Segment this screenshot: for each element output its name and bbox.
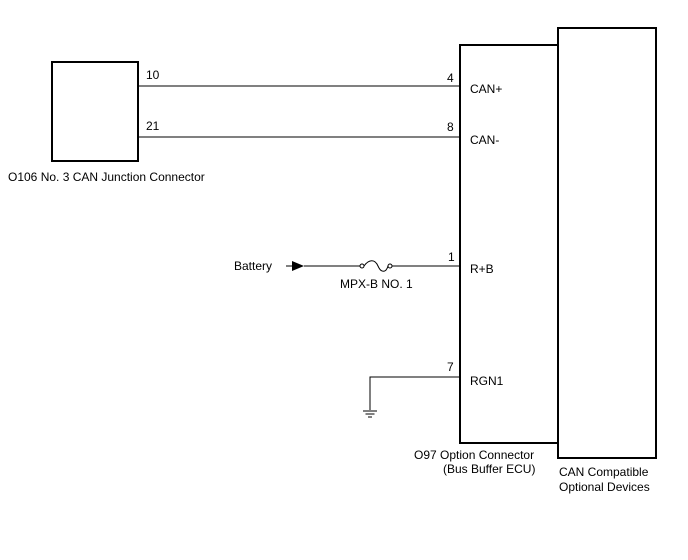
signal-rgn1: RGN1 (470, 374, 504, 388)
arrow-right-icon (292, 261, 304, 271)
signal-can-low: CAN- (470, 133, 499, 147)
battery-label: Battery (234, 259, 272, 273)
signal-can-high: CAN+ (470, 82, 502, 96)
option-connector-box (459, 44, 561, 444)
option-pin-1: 1 (448, 250, 455, 264)
junction-pin-10: 10 (146, 68, 160, 82)
ground-wire (369, 376, 460, 410)
optional-devices-sublabel: Optional Devices (559, 480, 650, 494)
optional-devices-box (557, 27, 657, 459)
option-connector-label: O97 Option Connector (414, 448, 534, 462)
option-pin-8: 8 (447, 120, 454, 134)
junction-connector-box (51, 61, 139, 162)
signal-rb: R+B (470, 262, 494, 276)
optional-devices-label: CAN Compatible (559, 465, 649, 479)
option-pin-4: 4 (447, 71, 454, 85)
ground-icon (363, 410, 377, 418)
junction-pin-21: 21 (146, 119, 160, 133)
option-pin-7: 7 (447, 360, 454, 374)
junction-connector-label: O106 No. 3 CAN Junction Connector (8, 170, 205, 184)
option-connector-sublabel: (Bus Buffer ECU) (443, 462, 535, 476)
fuse-label: MPX-B NO. 1 (340, 277, 413, 291)
fuse-icon (359, 260, 393, 272)
